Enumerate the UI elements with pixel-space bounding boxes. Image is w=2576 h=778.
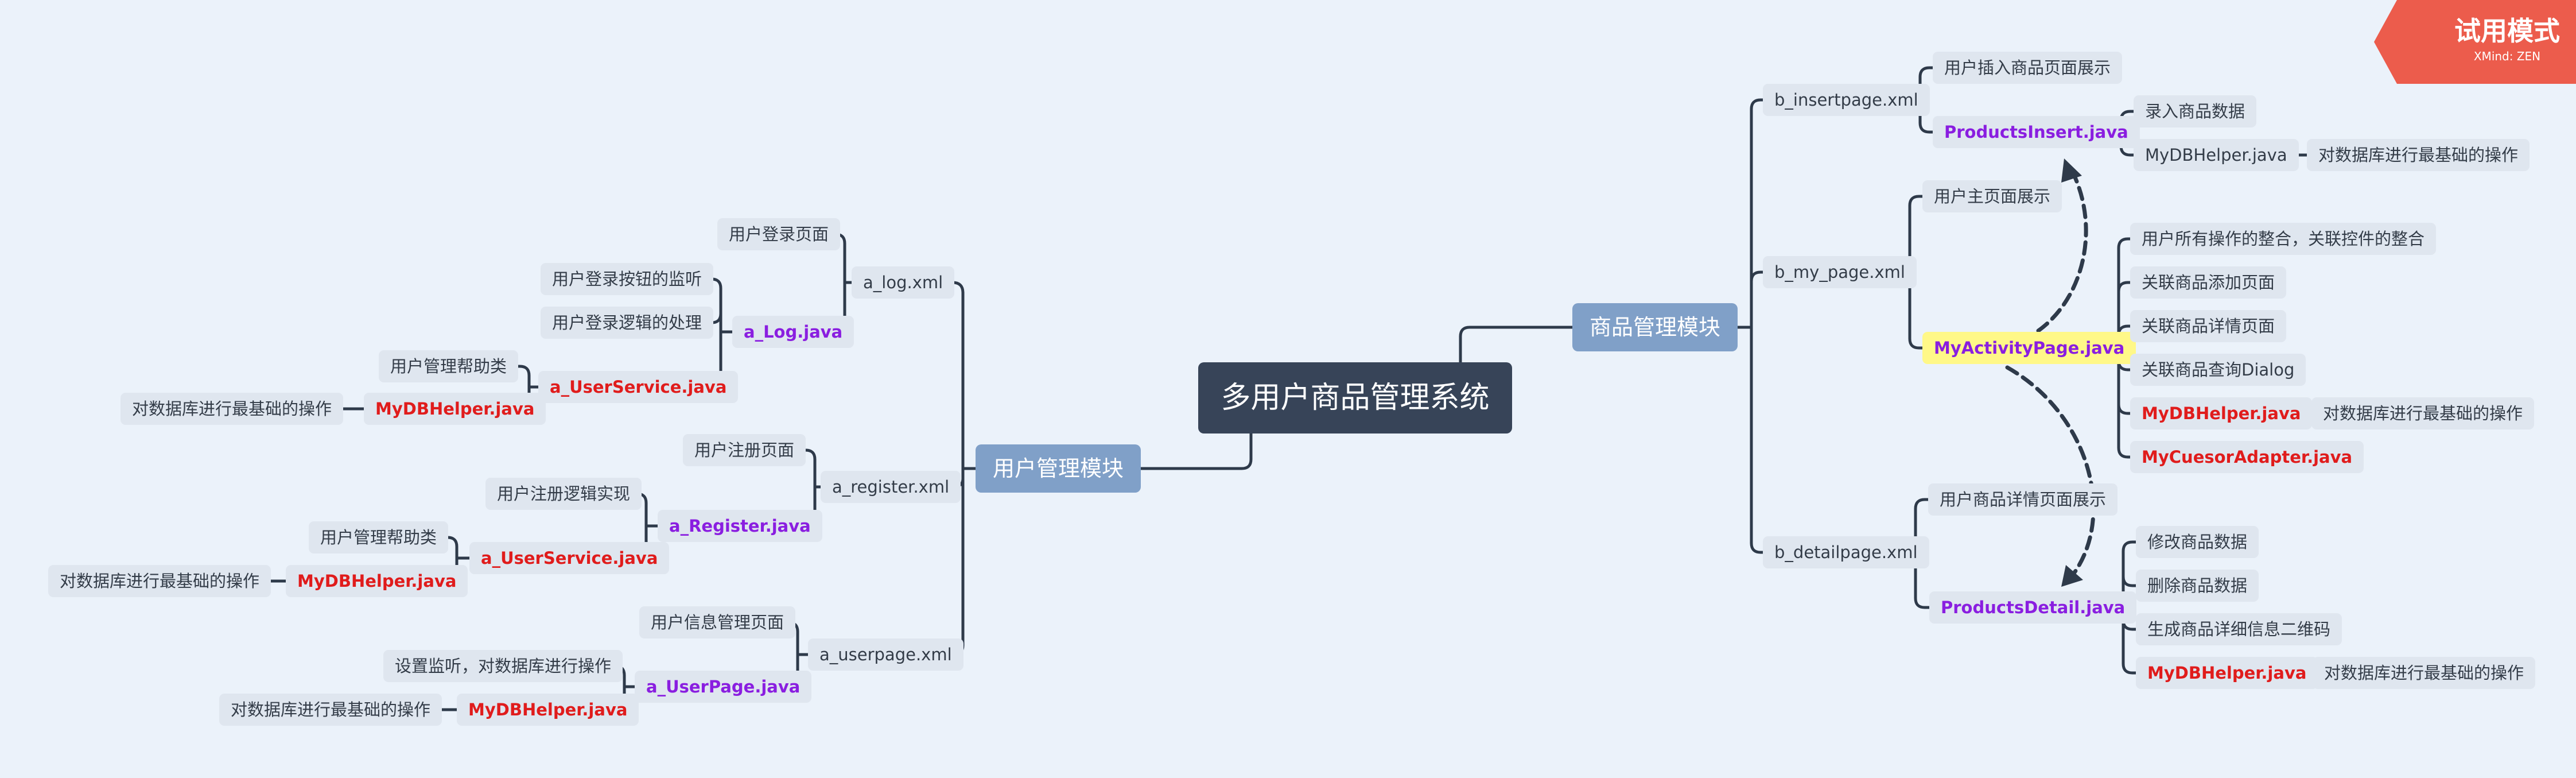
topic-a-userpage-page[interactable]: 用户信息管理页面 [639,606,796,638]
topic-b-mypage-link-query[interactable]: 关联商品查询Dialog [2130,354,2306,386]
topic-b-mypage-adapter[interactable]: MyCuesorAdapter.java [2130,441,2364,473]
topic-a-register-dbhelper-desc[interactable]: 对数据库进行最基础的操作 [48,565,271,597]
topic-b-insertpage-entry[interactable]: 录入商品数据 [2134,95,2257,127]
topic-b-mypage-page[interactable]: 用户主页面展示 [1922,180,2062,212]
topic-b-insertpage-xml[interactable]: b_insertpage.xml [1763,84,1930,116]
topic-a-register-dbhelper[interactable]: MyDBHelper.java [286,565,468,597]
topic-b-detailpage-dbhelper[interactable]: MyDBHelper.java [2136,657,2318,689]
trial-mode-badge[interactable]: 试用模式 XMind: ZEN [2374,0,2576,84]
topic-b-insertpage-page[interactable]: 用户插入商品页面展示 [1933,52,2123,84]
topic-a-userpage-xml[interactable]: a_userpage.xml [808,638,963,671]
topic-b-detailpage-qrcode[interactable]: 生成商品详细信息二维码 [2136,613,2342,645]
topic-a-log-java[interactable]: a_Log.java [732,316,854,348]
topic-a-register-java[interactable]: a_Register.java [658,510,822,542]
badge-subtitle: XMind: ZEN [2473,49,2541,63]
topic-a-register-page[interactable]: 用户注册页面 [683,434,806,466]
topic-b-detailpage-dbhelper-desc[interactable]: 对数据库进行最基础的操作 [2313,657,2536,689]
topic-b-detailpage-xml[interactable]: b_detailpage.xml [1763,536,1929,568]
topic-b-mypage-dbhelper-desc[interactable]: 对数据库进行最基础的操作 [2311,397,2535,429]
topic-b-mypage-link-add[interactable]: 关联商品添加页面 [2130,266,2287,299]
topic-a-userpage-dbhelper[interactable]: MyDBHelper.java [457,694,639,726]
topic-a-log-logic[interactable]: 用户登录逻辑的处理 [541,307,714,339]
topic-a-userpage-listen[interactable]: 设置监听，对数据库进行操作 [383,650,623,682]
topic-a-log-userservice-helper[interactable]: 用户管理帮助类 [379,350,519,382]
central-topic[interactable]: 多用户商品管理系统 [1198,362,1512,433]
branch-goods-management[interactable]: 商品管理模块 [1572,303,1738,351]
badge-shape [2374,0,2576,84]
topic-a-register-userservice-helper[interactable]: 用户管理帮助类 [309,521,449,553]
topic-b-detailpage-java[interactable]: ProductsDetail.java [1929,591,2137,624]
branch-user-management[interactable]: 用户管理模块 [976,444,1141,493]
topic-a-log-listen[interactable]: 用户登录按钮的监听 [541,263,714,295]
topic-b-detailpage-page[interactable]: 用户商品详情页面展示 [1928,483,2118,516]
topic-a-register-xml[interactable]: a_register.xml [821,471,961,503]
topic-b-detailpage-delete[interactable]: 删除商品数据 [2136,570,2259,602]
topic-b-insertpage-dbhelper-desc[interactable]: 对数据库进行最基础的操作 [2307,139,2530,171]
badge-title: 试用模式 [2454,16,2560,47]
topic-b-mypage-java[interactable]: MyActivityPage.java [1922,332,2136,364]
topic-b-mypage-integration[interactable]: 用户所有操作的整合，关联控件的整合 [2130,223,2437,255]
topic-a-log-dbhelper[interactable]: MyDBHelper.java [364,393,546,425]
topic-a-register-logic[interactable]: 用户注册逻辑实现 [485,478,642,510]
topic-b-insertpage-java[interactable]: ProductsInsert.java [1933,116,2140,148]
topic-b-detailpage-edit[interactable]: 修改商品数据 [2136,526,2259,558]
topic-b-insertpage-dbhelper[interactable]: MyDBHelper.java [2134,139,2299,171]
topic-a-userpage-java[interactable]: a_UserPage.java [635,671,812,703]
topic-a-register-userservice[interactable]: a_UserService.java [469,542,670,574]
topic-a-userpage-dbhelper-desc[interactable]: 对数据库进行最基础的操作 [219,694,442,726]
topic-b-mypage-xml[interactable]: b_my_page.xml [1763,256,1917,288]
topic-a-log-page[interactable]: 用户登录页面 [717,218,841,250]
topic-a-log-userservice[interactable]: a_UserService.java [538,371,739,403]
topic-b-mypage-link-detail[interactable]: 关联商品详情页面 [2130,310,2287,342]
topic-b-mypage-dbhelper[interactable]: MyDBHelper.java [2130,397,2313,429]
topic-a-log-xml[interactable]: a_log.xml [852,266,955,299]
topic-a-log-dbhelper-desc[interactable]: 对数据库进行最基础的操作 [121,393,344,425]
